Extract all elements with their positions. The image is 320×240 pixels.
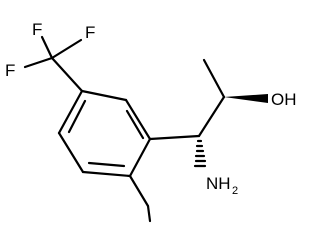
ring-inner-double-3 [67,99,87,134]
bond-c1-to-c2 [197,95,226,138]
ring-bond-6 [57,89,84,135]
bond-c-f-left [23,56,54,69]
ring-bond-5 [57,131,85,174]
ring-inner-double-1 [125,109,145,140]
fluorine-atom-top-left: F [32,20,42,39]
ring-inner-double-2 [87,161,126,168]
ring-bond-3 [128,137,152,178]
bond-c-f-top-right [50,38,83,60]
solid-wedge-bond [224,94,268,103]
ring-bond-2 [124,98,152,141]
amine-subscript: 2 [232,185,238,197]
benzene-ring [57,89,152,178]
hashed-wedge-bond [193,139,207,168]
fluorine-atom-top-right: F [85,23,95,42]
ring-bond-4 [81,170,132,178]
ring-bond-1 [80,89,128,102]
bond-cf3-to-ring [50,56,84,93]
bond-c2-to-methyl [202,58,226,99]
amine-label: NH [206,174,231,193]
hydroxyl-label: OH [271,90,297,109]
trifluoromethyl-group: F F F [5,20,95,93]
bond-ring-to-methyl [128,174,150,208]
bond-methyl-tail [146,204,152,223]
fluorine-atom-left: F [5,61,15,80]
bond-c-f-top-left [40,35,54,60]
bond-ring-to-chiral-c1 [148,134,201,141]
molecule-structure: F F F NH 2 OH [5,20,297,223]
